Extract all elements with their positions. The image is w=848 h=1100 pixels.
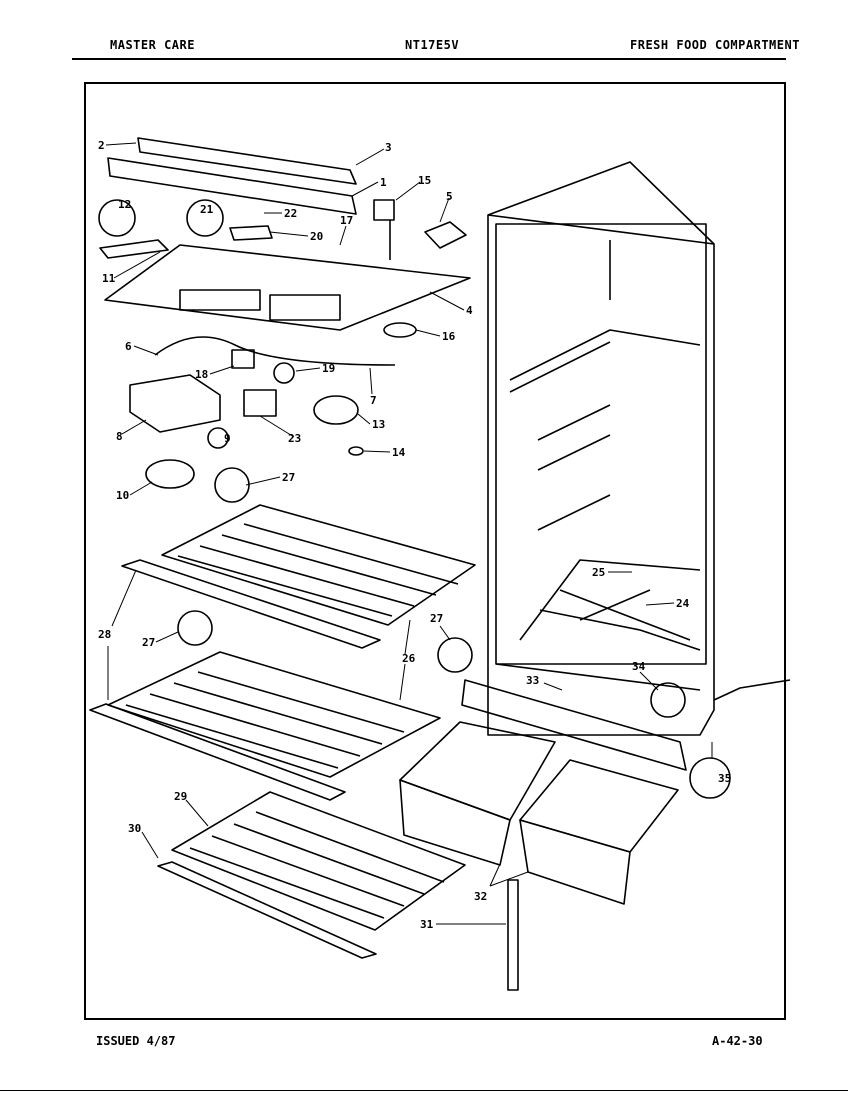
callout: 35 — [718, 772, 731, 785]
callout: 31 — [420, 918, 434, 931]
page-code: A-42-30 — [712, 1034, 763, 1048]
callout: 27 — [142, 636, 155, 649]
callout: 21 — [200, 203, 214, 216]
callout: 24 — [676, 597, 690, 610]
callout: 27 — [282, 471, 295, 484]
callout: 9 — [224, 432, 231, 445]
bottom-rule — [0, 1090, 848, 1091]
model-label: NT17E5V — [405, 38, 460, 52]
callout: 7 — [370, 394, 377, 407]
callout: 12 — [118, 198, 131, 211]
callout: 8 — [116, 430, 123, 443]
callout: 5 — [446, 190, 453, 203]
leader-lines — [105, 142, 713, 925]
callout: 17 — [340, 214, 353, 227]
crisper-drawing — [399, 679, 731, 991]
callout: 25 — [592, 566, 605, 579]
section-title: FRESH FOOD COMPARTMENT — [630, 38, 800, 52]
callout: 23 — [288, 432, 301, 445]
callout: 33 — [526, 674, 539, 687]
callout: 16 — [442, 330, 456, 343]
callout: 4 — [466, 304, 473, 317]
diagram-frame — [84, 82, 786, 1020]
callout: 19 — [322, 362, 335, 375]
callout: 20 — [310, 230, 323, 243]
callout: 14 — [392, 446, 406, 459]
issued-date: ISSUED 4/87 — [96, 1034, 176, 1048]
callout: 26 — [402, 652, 416, 665]
control-assembly-drawing — [98, 137, 471, 489]
callout-labels: 2 3 1 15 5 12 21 22 20 17 11 4 16 6 18 1… — [98, 139, 731, 931]
callout: 13 — [372, 418, 385, 431]
callout: 6 — [125, 340, 132, 353]
callout: 29 — [174, 790, 187, 803]
callout: 28 — [98, 628, 111, 641]
callout: 15 — [418, 174, 431, 187]
callout: 1 — [380, 176, 387, 189]
shelves-drawing — [89, 467, 476, 959]
callout: 27 — [430, 612, 443, 625]
callout: 32 — [474, 890, 487, 903]
callout: 10 — [116, 489, 129, 502]
header-rule — [72, 58, 786, 60]
callout: 22 — [284, 207, 297, 220]
callout: 2 — [98, 139, 105, 152]
callout: 3 — [385, 141, 392, 154]
callout: 30 — [128, 822, 141, 835]
brand-label: MASTER CARE — [110, 38, 195, 52]
callout: 11 — [102, 272, 116, 285]
cabinet-drawing — [487, 161, 791, 736]
callout: 34 — [632, 660, 646, 673]
callout: 18 — [195, 368, 208, 381]
